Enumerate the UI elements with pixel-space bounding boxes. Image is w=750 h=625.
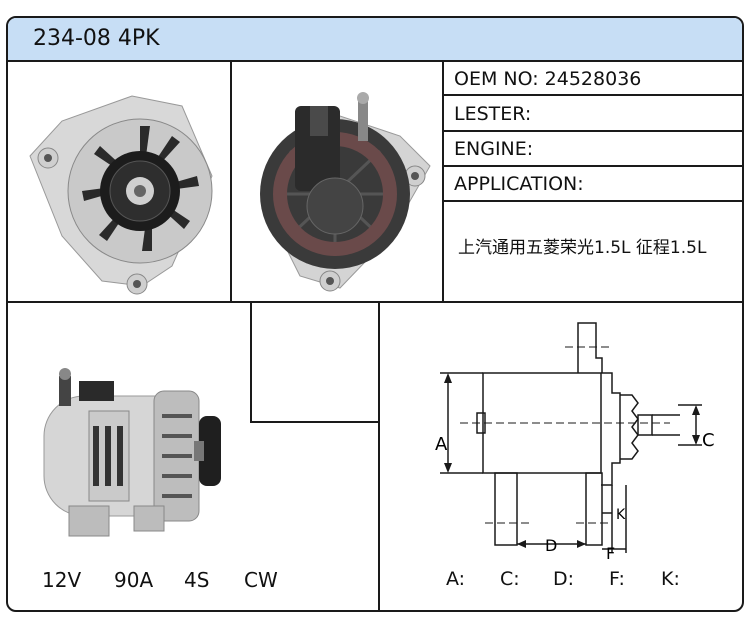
dim-label-k: K: [661,568,680,590]
dim-letter-k: K [616,507,626,523]
alternator-rear-photo [260,92,431,292]
divider-h-main [8,301,742,303]
spec-rotation: CW [244,568,278,592]
dim-letter-a: A [435,434,448,455]
divider-h-small [250,421,380,423]
spec-sheet: 234-08 4PK OEM NO: 24528036 LESTER: ENGI… [6,16,744,612]
lester-label: LESTER: [454,103,532,125]
divider-row2 [442,130,742,132]
application-label: APPLICATION: [454,173,584,195]
divider-v3 [250,301,252,423]
part-title: 234-08 4PK [33,26,160,51]
dim-letter-f: F [606,544,615,563]
divider-v4 [378,301,380,610]
engine-label: ENGINE: [454,138,534,160]
divider-v2 [442,62,444,302]
spec-amperage: 90A [114,568,154,592]
alternator-side-photo [43,368,221,537]
dim-label-a: A: [446,568,466,590]
header-bar: 234-08 4PK [8,18,742,62]
application-value: 上汽通用五菱荣光1.5L 征程1.5L [458,238,707,258]
spec-pulley: 4S [184,568,210,592]
divider-v1 [230,62,232,302]
divider-row1 [442,94,742,96]
dim-label-c: C: [500,568,520,590]
dimension-diagram: A C D K F [435,322,715,563]
divider-row4 [442,200,742,202]
dim-letter-d: D [545,536,557,555]
alternator-front-photo [29,95,213,295]
dim-label-d: D: [553,568,575,590]
dim-label-f: F: [609,568,625,590]
spec-voltage: 12V [42,568,82,592]
divider-row3 [442,165,742,167]
dim-letter-c: C [702,430,715,451]
oem-number: OEM NO: 24528036 [454,68,642,90]
